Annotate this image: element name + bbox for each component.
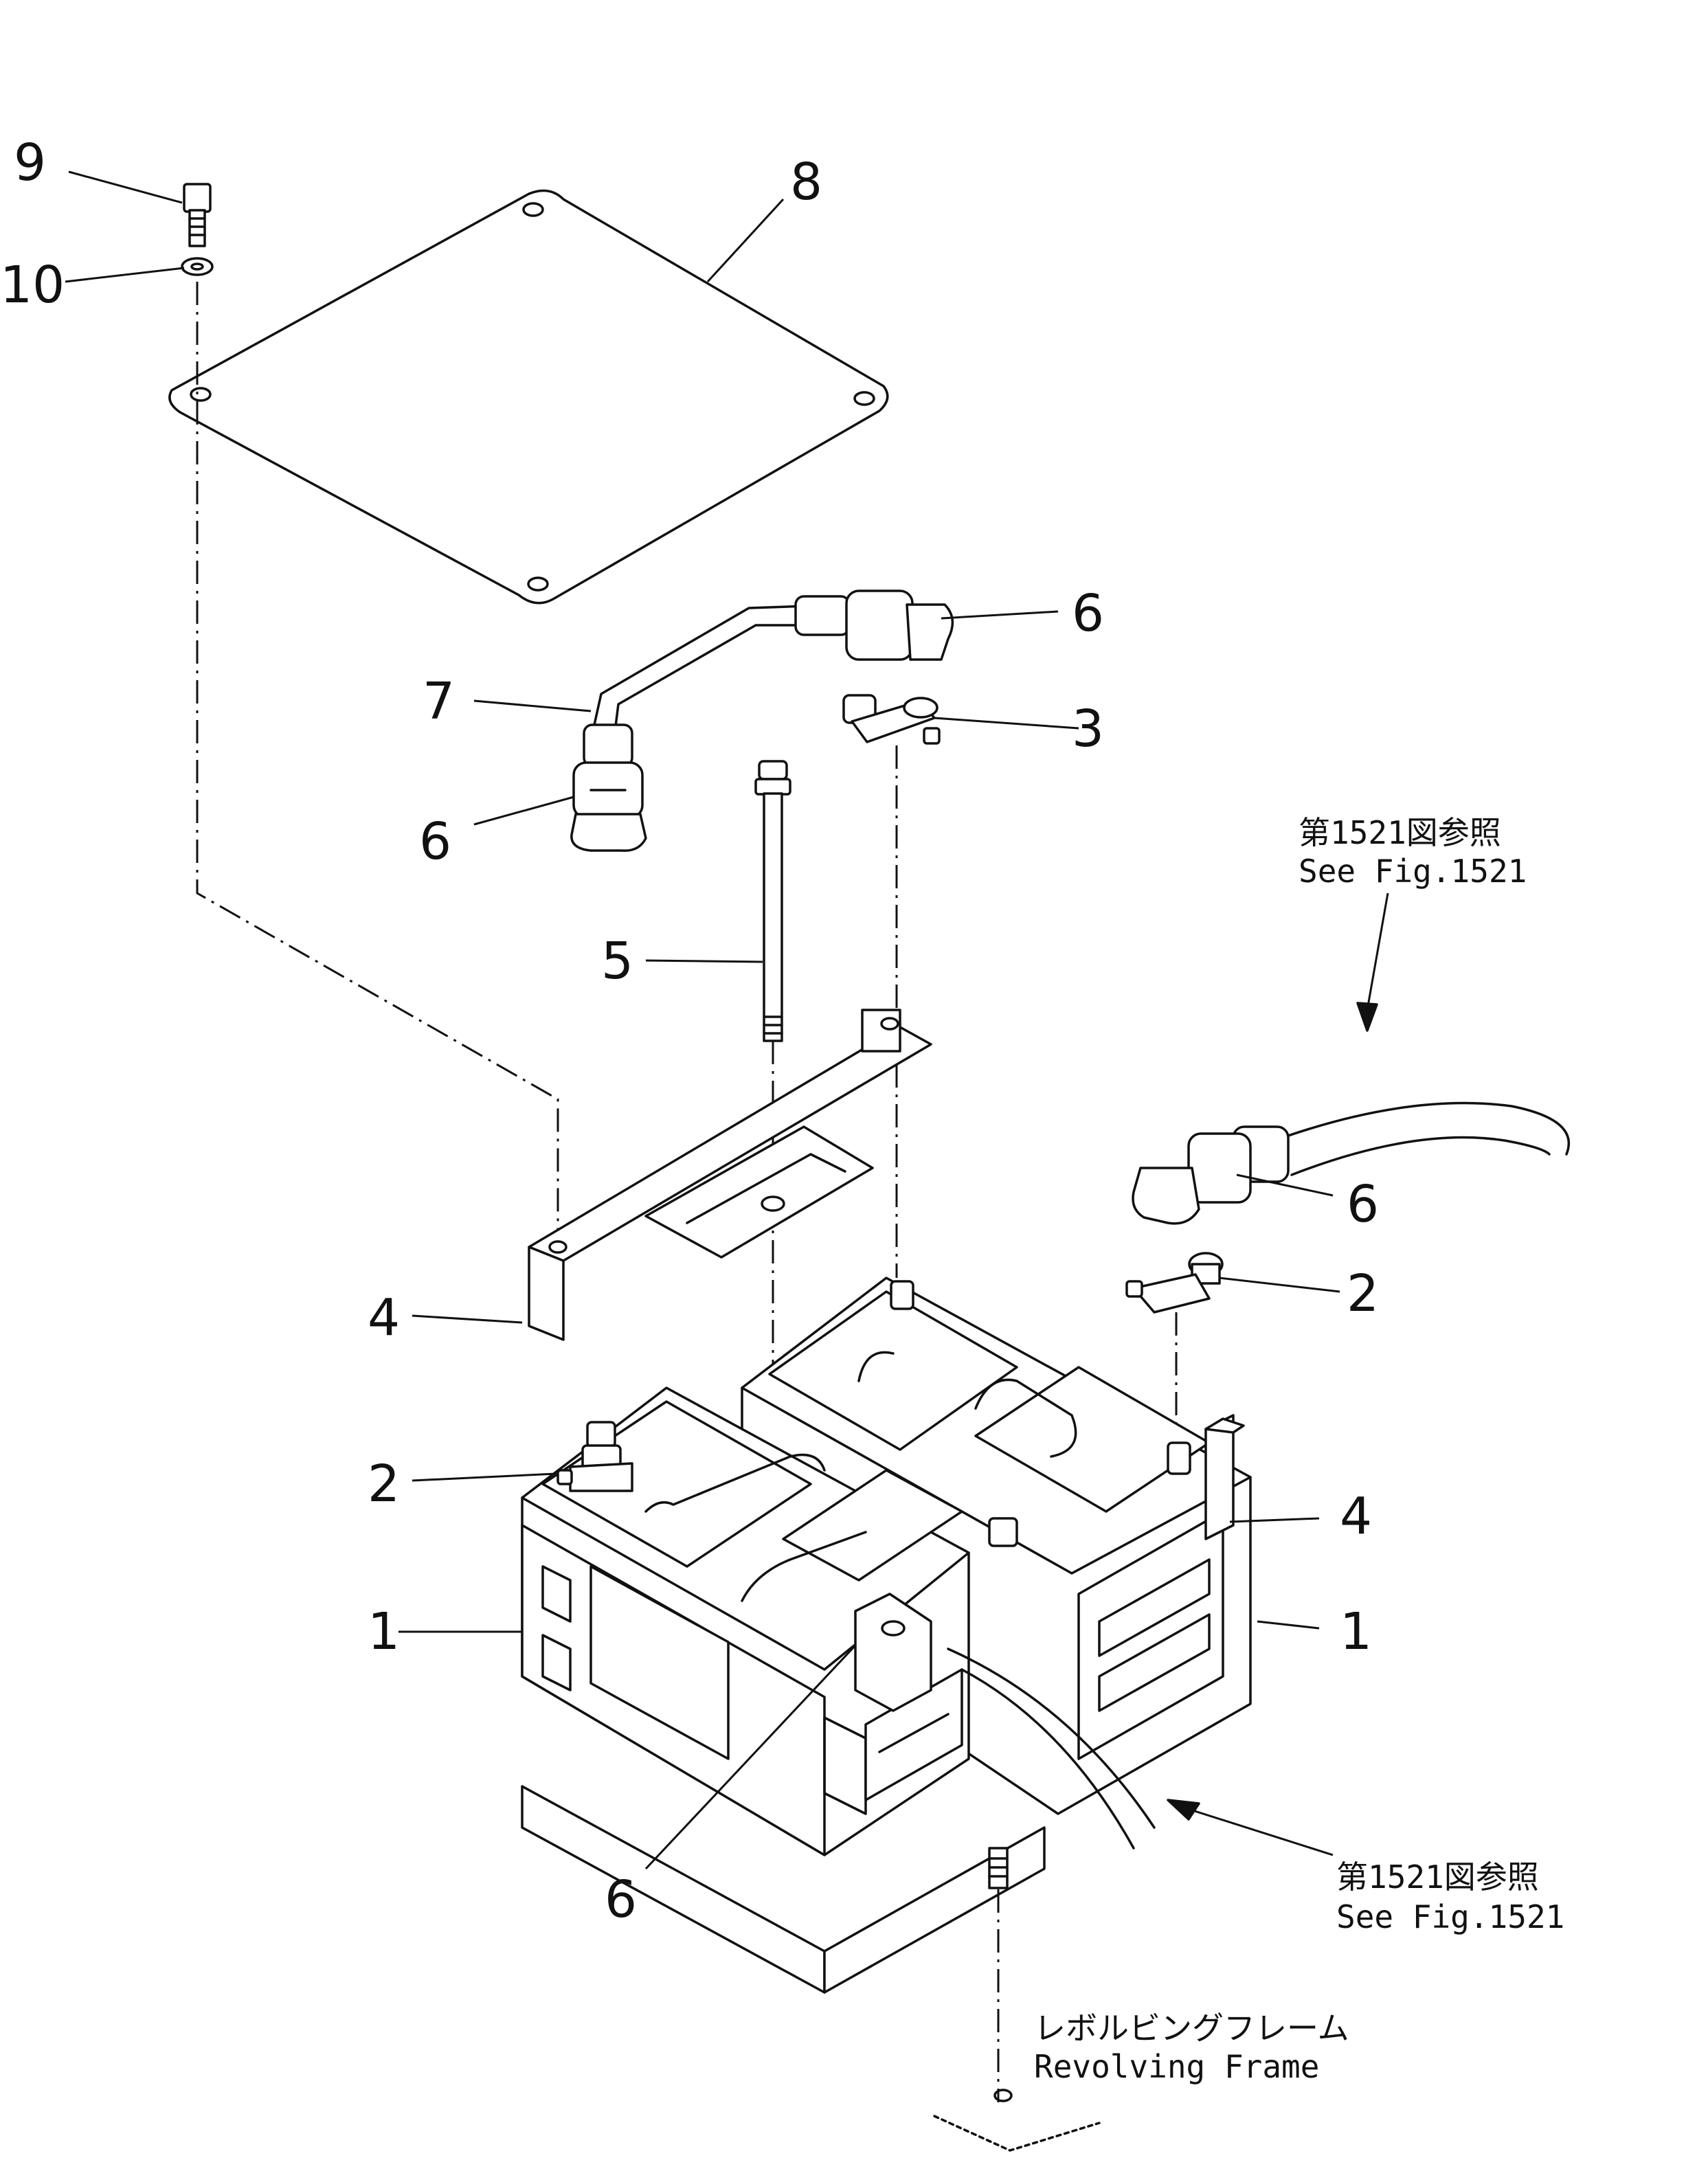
- label-part-6-upper: 6: [1072, 584, 1104, 643]
- hold-down-rod: [754, 760, 791, 1042]
- washer: [181, 257, 214, 276]
- label-part-6-bottom: 6: [605, 1870, 637, 1929]
- label-part-6-left: 6: [419, 812, 451, 871]
- leader-lines: [65, 170, 1389, 1870]
- ref-lower-jp: 第1521図参照: [1336, 1858, 1539, 1896]
- frame-label-jp: レボルビングフレーム: [1034, 2010, 1349, 2047]
- reference-notes: 第1521図参照 See Fig.1521 第1521図参照 See Fig.1…: [1034, 814, 1564, 2085]
- hold-down-bracket: [528, 1009, 932, 1341]
- cover-plate: [168, 189, 889, 605]
- bracket-post-right: [1204, 1414, 1245, 1540]
- label-part-3: 3: [1072, 699, 1104, 758]
- ref-upper-en: See Fig.1521: [1299, 853, 1527, 890]
- label-part-2-left: 2: [368, 1454, 400, 1514]
- part-number-labels: 9 10 8 6 7 3 6 5 6 4 2 2 4 1 1 6: [0, 133, 1379, 1929]
- label-part-4-right: 4: [1340, 1487, 1372, 1546]
- label-part-1-left: 1: [368, 1602, 400, 1661]
- ref-upper-jp: 第1521図参照: [1299, 814, 1501, 851]
- label-part-2-right: 2: [1347, 1264, 1379, 1323]
- label-part-1-right: 1: [1340, 1602, 1372, 1661]
- bottom-stud: [988, 1847, 1009, 1889]
- cable-upper-right: [1132, 1101, 1571, 1225]
- label-part-6-right: 6: [1347, 1175, 1379, 1234]
- terminal-clamp-right: [1125, 1252, 1224, 1314]
- bolt-center-line: [196, 282, 559, 1237]
- terminal-clamp-left: [557, 1421, 633, 1492]
- terminal-clamp: [842, 694, 941, 745]
- bolt: [183, 183, 212, 247]
- label-part-4-left: 4: [368, 1288, 400, 1347]
- label-part-7: 7: [423, 672, 455, 731]
- label-part-5: 5: [601, 932, 633, 991]
- label-part-9: 9: [14, 133, 46, 192]
- ref-lower-en: See Fig.1521: [1336, 1898, 1564, 1935]
- battery-front: [521, 1386, 1046, 1994]
- label-part-10: 10: [0, 256, 65, 315]
- frame-label-en: Revolving Frame: [1034, 2048, 1319, 2085]
- cable-lower: [854, 1593, 1156, 1850]
- cable-assembly: [570, 589, 954, 852]
- revolving-frame-edge: [933, 2089, 1101, 2152]
- label-part-8: 8: [790, 153, 822, 212]
